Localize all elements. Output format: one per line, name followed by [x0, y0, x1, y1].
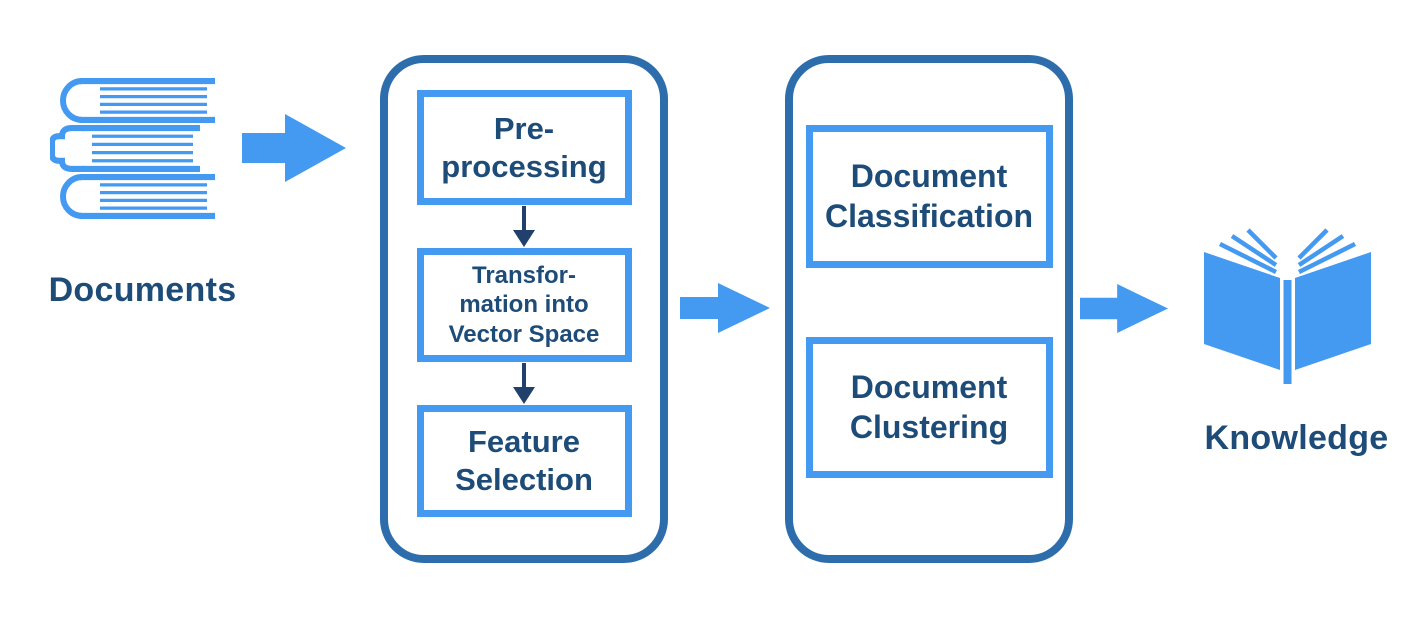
- preprocessing-stage-group: Pre- processing Transfor- mation into Ve…: [380, 55, 668, 563]
- open-book-icon: [1204, 228, 1371, 384]
- step-box-document-clustering: Document Clustering: [805, 337, 1053, 478]
- right-arrow-icon: [680, 283, 770, 333]
- step-label: Pre- processing: [441, 110, 607, 184]
- step-label: Document Classification: [824, 158, 1034, 234]
- step-label: Feature Selection: [455, 424, 593, 497]
- books-stack-icon: [50, 78, 215, 219]
- analysis-stage-group: Document Classification Document Cluster…: [785, 55, 1073, 563]
- step-box-document-classification: Document Classification: [805, 125, 1053, 268]
- step-label: Document Clustering: [849, 369, 1009, 445]
- documents-label: Documents: [48, 271, 237, 309]
- step-label: Transfor- mation into Vector Space: [448, 262, 600, 348]
- right-arrow-icon: [1080, 284, 1169, 333]
- step-box-feature-selection: Feature Selection: [416, 405, 632, 517]
- right-arrow-icon: [242, 114, 346, 182]
- step-box-preprocessing: Pre- processing: [416, 90, 632, 205]
- down-arrow-icon: [513, 363, 535, 404]
- down-arrow-icon: [513, 206, 535, 247]
- knowledge-label: Knowledge: [1204, 419, 1389, 457]
- step-box-transformation: Transfor- mation into Vector Space: [416, 248, 632, 362]
